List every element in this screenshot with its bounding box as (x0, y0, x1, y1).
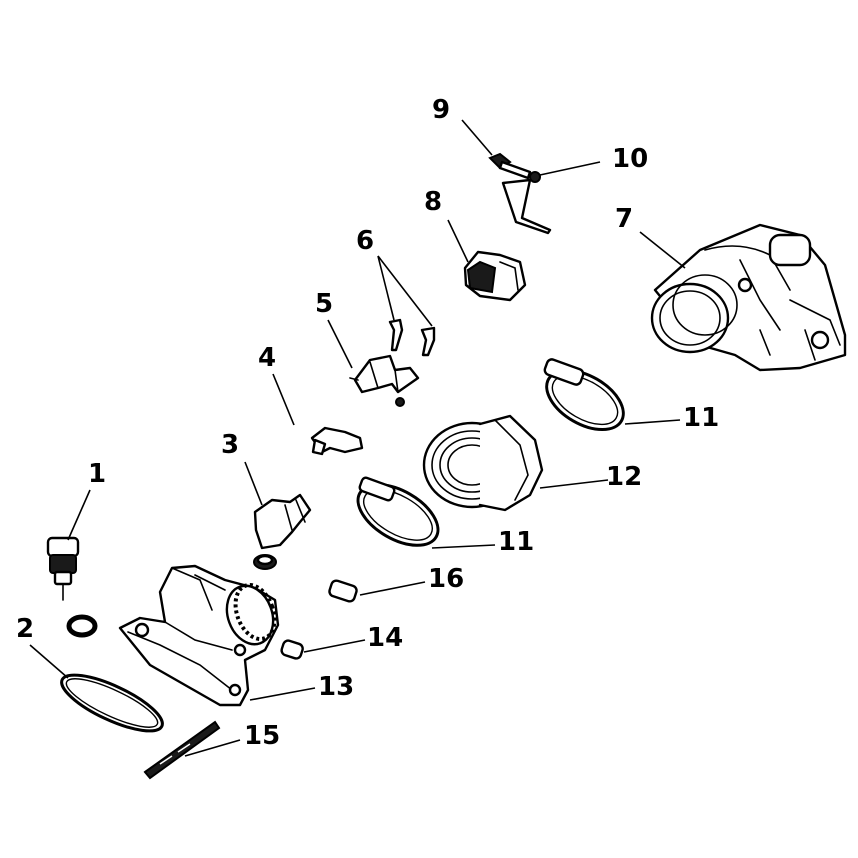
callout-11-upper: 11 (683, 403, 719, 433)
callout-8: 8 (424, 187, 442, 217)
part-3-fitting (253, 493, 312, 570)
leader-lines (29, 119, 686, 757)
callout-5: 5 (315, 289, 333, 319)
part-4-hose-fitting (310, 426, 364, 456)
callout-12: 12 (606, 462, 642, 492)
callout-11-lower: 11 (498, 527, 534, 557)
part-15-pin (143, 720, 221, 780)
callout-6: 6 (356, 226, 374, 256)
part-13-manifold (118, 564, 280, 707)
part-9-screw (488, 152, 532, 180)
callout-14: 14 (367, 623, 403, 653)
callout-4: 4 (258, 343, 276, 373)
o-ring-small (66, 614, 98, 638)
callout-3: 3 (221, 430, 239, 460)
callout-16: 16 (428, 564, 464, 594)
part-7-throttle-body (650, 223, 847, 372)
part-5-bracket (349, 354, 420, 407)
callout-15: 15 (244, 721, 280, 751)
part-14-plug (280, 639, 304, 660)
part-1-injector (46, 536, 80, 601)
callout-7: 7 (615, 204, 633, 234)
callout-1: 1 (88, 459, 106, 489)
callout-9: 9 (432, 95, 450, 125)
part-10-bracket (501, 171, 552, 235)
callout-2: 2 (16, 614, 34, 644)
callout-13: 13 (318, 672, 354, 702)
part-11-clamp-lower (356, 476, 440, 547)
part-6-screws (388, 318, 436, 357)
part-11-clamp-upper (543, 358, 625, 432)
part-16-plug (328, 579, 358, 603)
callout-labels: 1 2 3 4 5 6 7 8 9 10 11 11 12 13 14 15 1… (16, 95, 719, 751)
callout-10: 10 (612, 144, 648, 174)
part-2-gasket-ring (60, 673, 164, 733)
part-12-rubber-boot (422, 414, 544, 512)
part-8-sensor (463, 250, 527, 302)
